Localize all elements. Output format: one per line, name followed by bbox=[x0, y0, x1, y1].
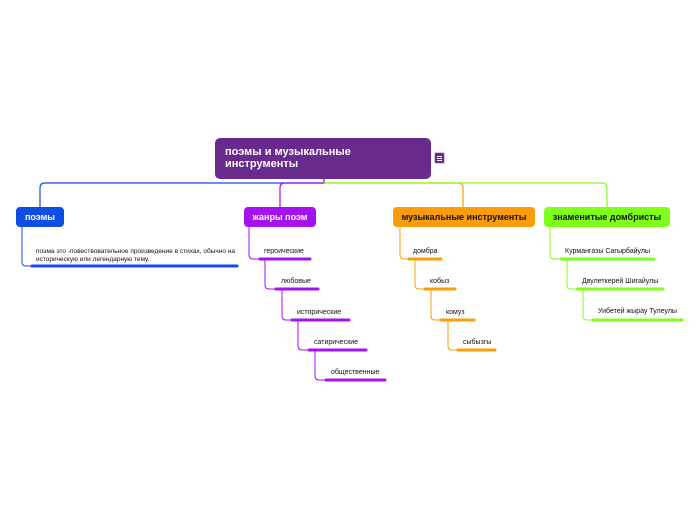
topic-genres[interactable]: жанры поэм bbox=[244, 207, 316, 227]
link-dombrists bbox=[324, 182, 608, 207]
poems-description[interactable]: поэма это -повествовательное произведени… bbox=[36, 248, 235, 263]
central-topic[interactable]: поэмы и музыкальные инструменты bbox=[215, 138, 431, 179]
genre-love[interactable]: любовые bbox=[281, 278, 311, 285]
genre-heroic[interactable]: героические bbox=[264, 248, 304, 255]
topic-dombrists-label: знаменитые домбристы bbox=[552, 212, 662, 222]
instrument-dombra[interactable]: домбра bbox=[413, 248, 438, 255]
link-genres bbox=[279, 182, 324, 207]
dombrist-kurmangazy[interactable]: Курмангазы Сагырбайулы bbox=[565, 248, 650, 255]
link-instruments bbox=[324, 182, 464, 207]
genre-satirical[interactable]: сатирические bbox=[314, 339, 359, 346]
link-poems bbox=[39, 179, 325, 207]
topic-instruments[interactable]: музыкальные инструменты bbox=[393, 207, 535, 227]
topic-dombrists[interactable]: знаменитые домбристы bbox=[544, 207, 670, 227]
genre-social[interactable]: общественные bbox=[331, 369, 380, 376]
central-topic-title: поэмы и музыкальные инструменты bbox=[225, 146, 351, 170]
topic-genres-label: жанры поэм bbox=[252, 212, 308, 222]
topic-instruments-label: музыкальные инструменты bbox=[401, 212, 527, 222]
dombrist-uibetey[interactable]: Уибетей жырау Тулеулы bbox=[598, 308, 677, 315]
topic-poems[interactable]: поэмы bbox=[16, 207, 64, 227]
instrument-sybyzgy[interactable]: сыбызгы bbox=[463, 339, 492, 346]
topic-poems-label: поэмы bbox=[24, 212, 55, 222]
instrument-kobyz[interactable]: кобыз bbox=[430, 278, 450, 285]
instrument-komuz[interactable]: комуз bbox=[446, 309, 465, 316]
dombrist-dauletkerey[interactable]: Двулеткерей Шигайулы bbox=[582, 278, 659, 285]
genre-historical[interactable]: исторические bbox=[297, 309, 342, 316]
menu-icon[interactable] bbox=[434, 152, 445, 164]
